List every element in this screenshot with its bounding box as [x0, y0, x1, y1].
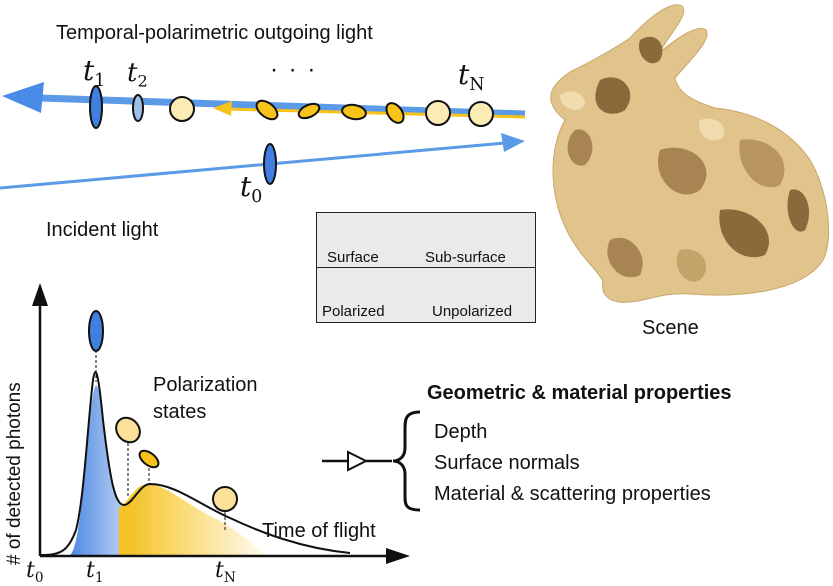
photon-histogram-plot — [32, 283, 410, 564]
time-label-t2: t2 — [127, 58, 148, 91]
ellipsis-label: · · · — [270, 56, 318, 83]
plot-x-axis-label: Time of flight — [262, 520, 376, 542]
photon-sequence — [89, 85, 494, 185]
plot-y-axis-label: # of detected photons — [4, 382, 25, 565]
photon-tN — [468, 101, 494, 127]
photon-unpolarized-1 — [169, 96, 195, 122]
legend-polarized-label: Polarized — [322, 303, 385, 320]
properties-heading: Geometric & material properties — [427, 382, 732, 404]
photon-t2 — [132, 94, 144, 122]
property-item-material: Material & scattering properties — [434, 483, 711, 505]
time-label-tN: tN — [458, 58, 485, 96]
photon-t0 — [263, 143, 277, 185]
polarization-annotation-line1: Polarization — [153, 374, 258, 396]
properties-brace — [392, 410, 421, 512]
property-item-surface-normals: Surface normals — [434, 452, 580, 474]
legend-unpolarized-label: Unpolarized — [432, 303, 513, 320]
photon-t1 — [89, 85, 103, 129]
legend-divider — [316, 267, 536, 268]
legend-subsurface-label: Sub-surface — [425, 249, 506, 266]
histogram-curve — [39, 371, 351, 556]
bunny-scene-icon — [550, 4, 830, 303]
incident-light-label: Incident light — [46, 219, 159, 241]
time-label-t0: t0 — [240, 170, 263, 208]
incident-beam — [0, 133, 525, 190]
property-item-depth: Depth — [434, 421, 488, 443]
plot-tick-t0: t0 — [26, 558, 44, 586]
time-label-t1: t1 — [83, 54, 106, 92]
legend-surface-label: Surface — [327, 249, 379, 266]
plot-tick-t1: t1 — [86, 558, 104, 586]
scene-label: Scene — [642, 317, 699, 339]
output-arrow — [322, 450, 392, 472]
plot-tick-tN: tN — [215, 558, 236, 586]
outgoing-light-title: Temporal-polarimetric outgoing light — [56, 22, 373, 44]
polarization-annotation-line2: states — [153, 401, 207, 423]
